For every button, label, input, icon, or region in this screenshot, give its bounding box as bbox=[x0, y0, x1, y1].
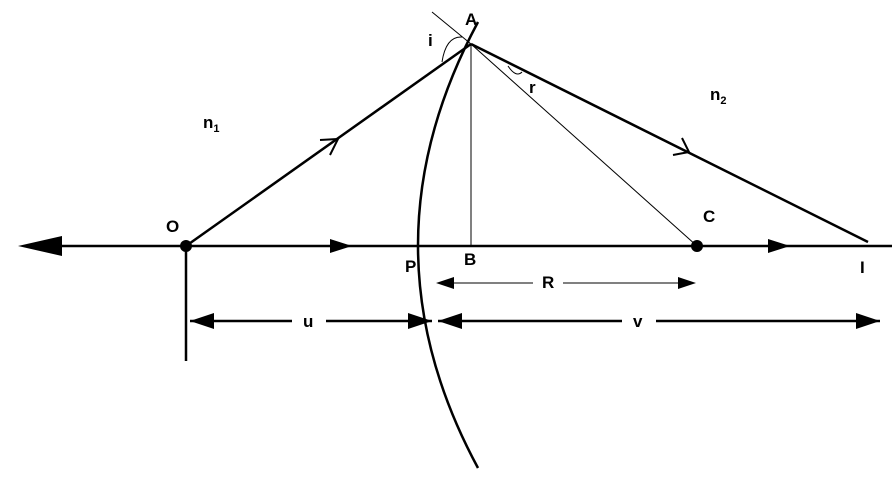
label-p: P bbox=[405, 257, 416, 276]
dim-u-arrow-right bbox=[408, 313, 432, 329]
normal-extension bbox=[431, 11, 472, 45]
point-o-dot bbox=[180, 240, 192, 252]
label-n2: n2 bbox=[710, 85, 727, 107]
angle-r-arc bbox=[507, 65, 523, 75]
incident-ray-arrow bbox=[319, 137, 340, 156]
dim-v-arrow-left bbox=[438, 313, 462, 329]
axis-arrow-mid bbox=[330, 239, 352, 253]
dim-r-arrow-right bbox=[678, 277, 696, 289]
label-angle-r: r bbox=[529, 78, 536, 97]
dim-r-arrow-left bbox=[436, 277, 454, 289]
refracted-ray-arrow bbox=[672, 137, 691, 156]
label-r: R bbox=[542, 273, 554, 292]
incident-ray bbox=[185, 42, 472, 248]
refracted-ray bbox=[470, 42, 869, 244]
normal-line bbox=[470, 43, 698, 247]
axis-left-arrowhead bbox=[18, 236, 62, 256]
label-b: B bbox=[464, 250, 476, 269]
label-n1: n1 bbox=[203, 113, 220, 135]
angle-i-arc bbox=[441, 36, 463, 63]
label-v: v bbox=[633, 312, 643, 331]
label-u: u bbox=[303, 312, 313, 331]
point-c-dot bbox=[691, 240, 703, 252]
dim-v-arrow-right bbox=[856, 313, 880, 329]
label-angle-i: i bbox=[428, 31, 433, 50]
refracting-surface bbox=[416, 21, 480, 469]
dim-u-arrow-left bbox=[190, 313, 214, 329]
label-c: C bbox=[703, 207, 715, 226]
label-a: A bbox=[465, 10, 477, 29]
label-o: O bbox=[166, 217, 179, 236]
axis-arrow-right bbox=[768, 239, 790, 253]
label-i-point: I bbox=[860, 258, 865, 277]
